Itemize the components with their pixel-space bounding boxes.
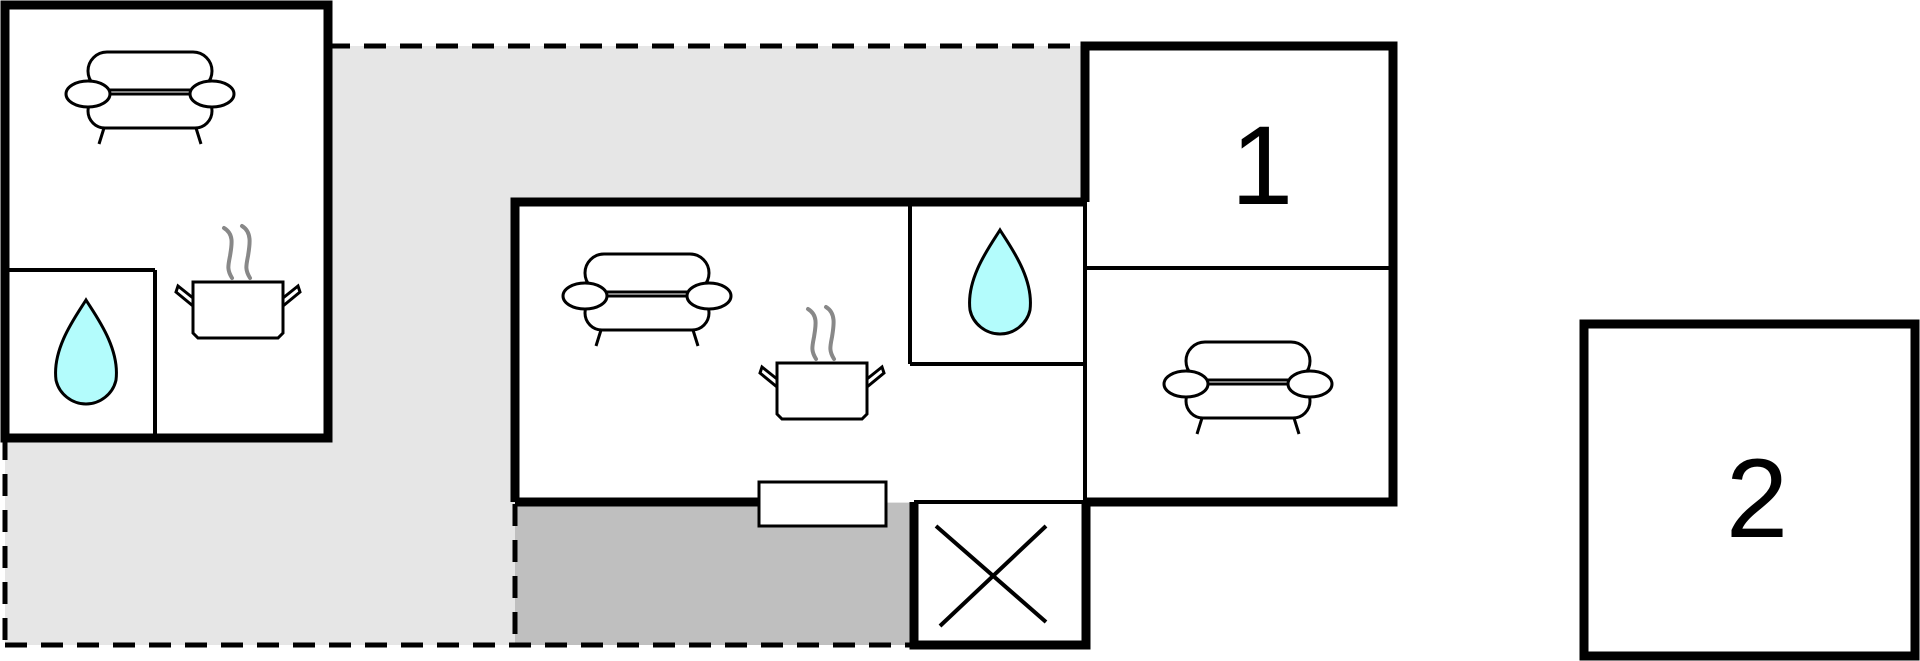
center-building-walls: [510, 197, 1085, 502]
window-icon: [757, 480, 888, 528]
right-building-fill: [1085, 46, 1393, 502]
toilet-walls: [909, 502, 1091, 650]
left-building: [0, 0, 333, 443]
detached-unit: 2: [1579, 319, 1920, 661]
detached-unit-walls: [1579, 319, 1920, 661]
left-building-walls: [0, 0, 333, 443]
cooking-pot-icon: [174, 224, 302, 340]
unit-2-label: 2: [1726, 436, 1788, 561]
right-building-walls: [1080, 41, 1398, 507]
unit-1-label: 1: [1231, 103, 1293, 228]
terrace-area: [2, 43, 1085, 648]
sofa-icon: [64, 50, 236, 146]
right-building: 1: [1080, 41, 1398, 507]
toilet-room: [909, 500, 1091, 650]
water-drop-icon: [54, 298, 118, 406]
cross-icon: [934, 524, 1048, 628]
terrace-light-fill: [5, 46, 1085, 645]
